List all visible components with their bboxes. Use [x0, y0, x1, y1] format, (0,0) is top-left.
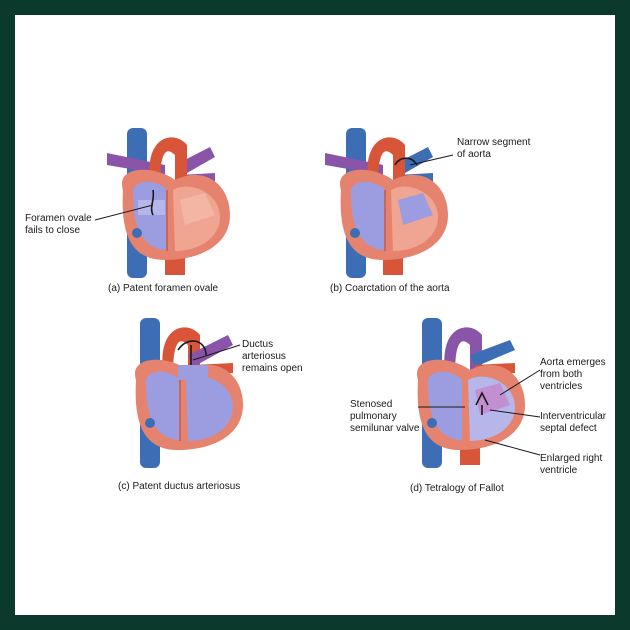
- panel-patent-foramen-ovale: Foramen ovale fails to close (a) Patent …: [15, 15, 315, 315]
- heart-illustration-b: [325, 128, 454, 278]
- panel-patent-ductus-arteriosus: Ductus arteriosus remains open (c) Paten…: [15, 315, 315, 615]
- label-septal-defect: Interventricular septal defect: [540, 411, 607, 434]
- heart-illustration-c: [134, 318, 243, 468]
- caption-b: (b) Coarctation of the aorta: [330, 283, 450, 294]
- heart-illustration-d: [416, 318, 541, 468]
- panel-coarctation-of-aorta: Narrow segment of aorta (b) Coarctation …: [315, 15, 615, 315]
- figure-frame: Foramen ovale fails to close (a) Patent …: [15, 15, 615, 615]
- panel-tetralogy-of-fallot: Aorta emerges from both ventricles Inter…: [315, 315, 615, 615]
- caption-a: (a) Patent foramen ovale: [108, 283, 219, 294]
- heart-illustration-a: [94, 128, 230, 278]
- label-foramen-ovale: Foramen ovale fails to close: [25, 213, 92, 236]
- label-narrow-segment: Narrow segment of aorta: [457, 137, 531, 160]
- label-ductus-arteriosus: Ductus arteriosus remains open: [242, 339, 303, 374]
- label-enlarged-right-ventricle: Enlarged right ventricle: [540, 453, 603, 476]
- label-stenosed-valve: Stenosed pulmonary semilunar valve: [350, 399, 420, 434]
- label-aorta-emerges: Aorta emerges from both ventricles: [540, 357, 606, 392]
- caption-d: (d) Tetralogy of Fallot: [410, 483, 504, 494]
- caption-c: (c) Patent ductus arteriosus: [118, 481, 241, 492]
